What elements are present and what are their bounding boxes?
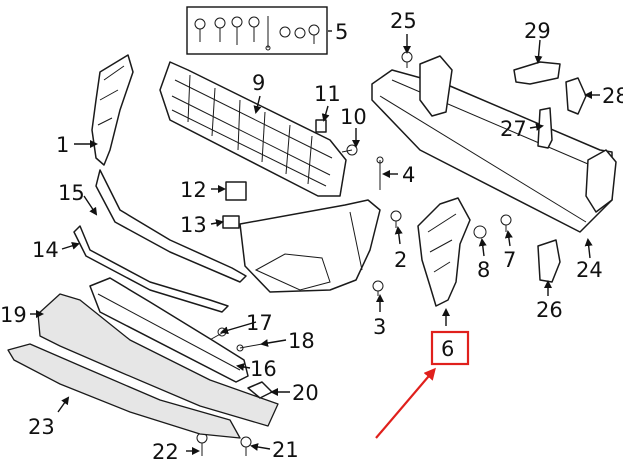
bracket-27 xyxy=(537,107,553,149)
bracket-29 xyxy=(513,61,561,85)
callout-3: 3 xyxy=(373,315,386,339)
reinforcement-beam xyxy=(371,55,617,233)
callout-29: 29 xyxy=(524,19,551,43)
lower-grille-16 xyxy=(89,277,249,383)
callout-14: 14 xyxy=(32,238,59,262)
callout-5: 5 xyxy=(335,20,348,44)
callout-8: 8 xyxy=(477,258,490,282)
plug-13 xyxy=(222,215,240,229)
callout-25: 25 xyxy=(390,9,417,33)
callout-19: 19 xyxy=(0,303,27,327)
callout-18: 18 xyxy=(288,329,315,353)
callout-24: 24 xyxy=(576,258,603,282)
callout-15: 15 xyxy=(58,181,85,205)
callout-labels: 1 2 3 4 5 6 7 8 9 10 11 12 13 14 15 16 1… xyxy=(0,9,623,464)
callout-23: 23 xyxy=(28,415,55,439)
callout-20: 20 xyxy=(292,381,319,405)
callout-4: 4 xyxy=(402,163,415,187)
bracket-26 xyxy=(537,239,561,283)
lower-trim-molding xyxy=(73,225,229,313)
plug-12 xyxy=(225,181,247,201)
splash-shield-19 xyxy=(37,293,279,427)
callout-27: 27 xyxy=(500,117,527,141)
bracket-28 xyxy=(565,77,587,115)
callout-6: 6 xyxy=(441,337,454,361)
callout-9: 9 xyxy=(252,71,265,95)
upper-grille xyxy=(159,61,347,197)
callout-1: 1 xyxy=(56,133,69,157)
callout-21: 21 xyxy=(272,438,299,462)
bumper-trim-strip xyxy=(95,169,247,283)
callout-2: 2 xyxy=(394,248,407,272)
callout-13: 13 xyxy=(180,213,207,237)
clip-11 xyxy=(315,119,327,133)
highlight-box xyxy=(430,330,470,366)
callout-10: 10 xyxy=(340,105,367,129)
red-arrow xyxy=(375,367,436,439)
lower-shield-23 xyxy=(7,343,241,439)
fog-lamp-housing xyxy=(239,199,381,293)
callout-12: 12 xyxy=(180,178,207,202)
callout-22: 22 xyxy=(152,440,179,463)
callout-11: 11 xyxy=(314,82,341,106)
callout-16: 16 xyxy=(250,357,277,381)
callout-26: 26 xyxy=(536,298,563,322)
callout-28: 28 xyxy=(602,84,623,108)
callout-7: 7 xyxy=(503,248,516,272)
hardware-kit xyxy=(186,6,328,55)
side-bracket xyxy=(91,54,134,166)
leader-lines xyxy=(30,30,600,455)
mount-bracket-6 xyxy=(417,197,471,307)
callout-17: 17 xyxy=(246,311,273,335)
